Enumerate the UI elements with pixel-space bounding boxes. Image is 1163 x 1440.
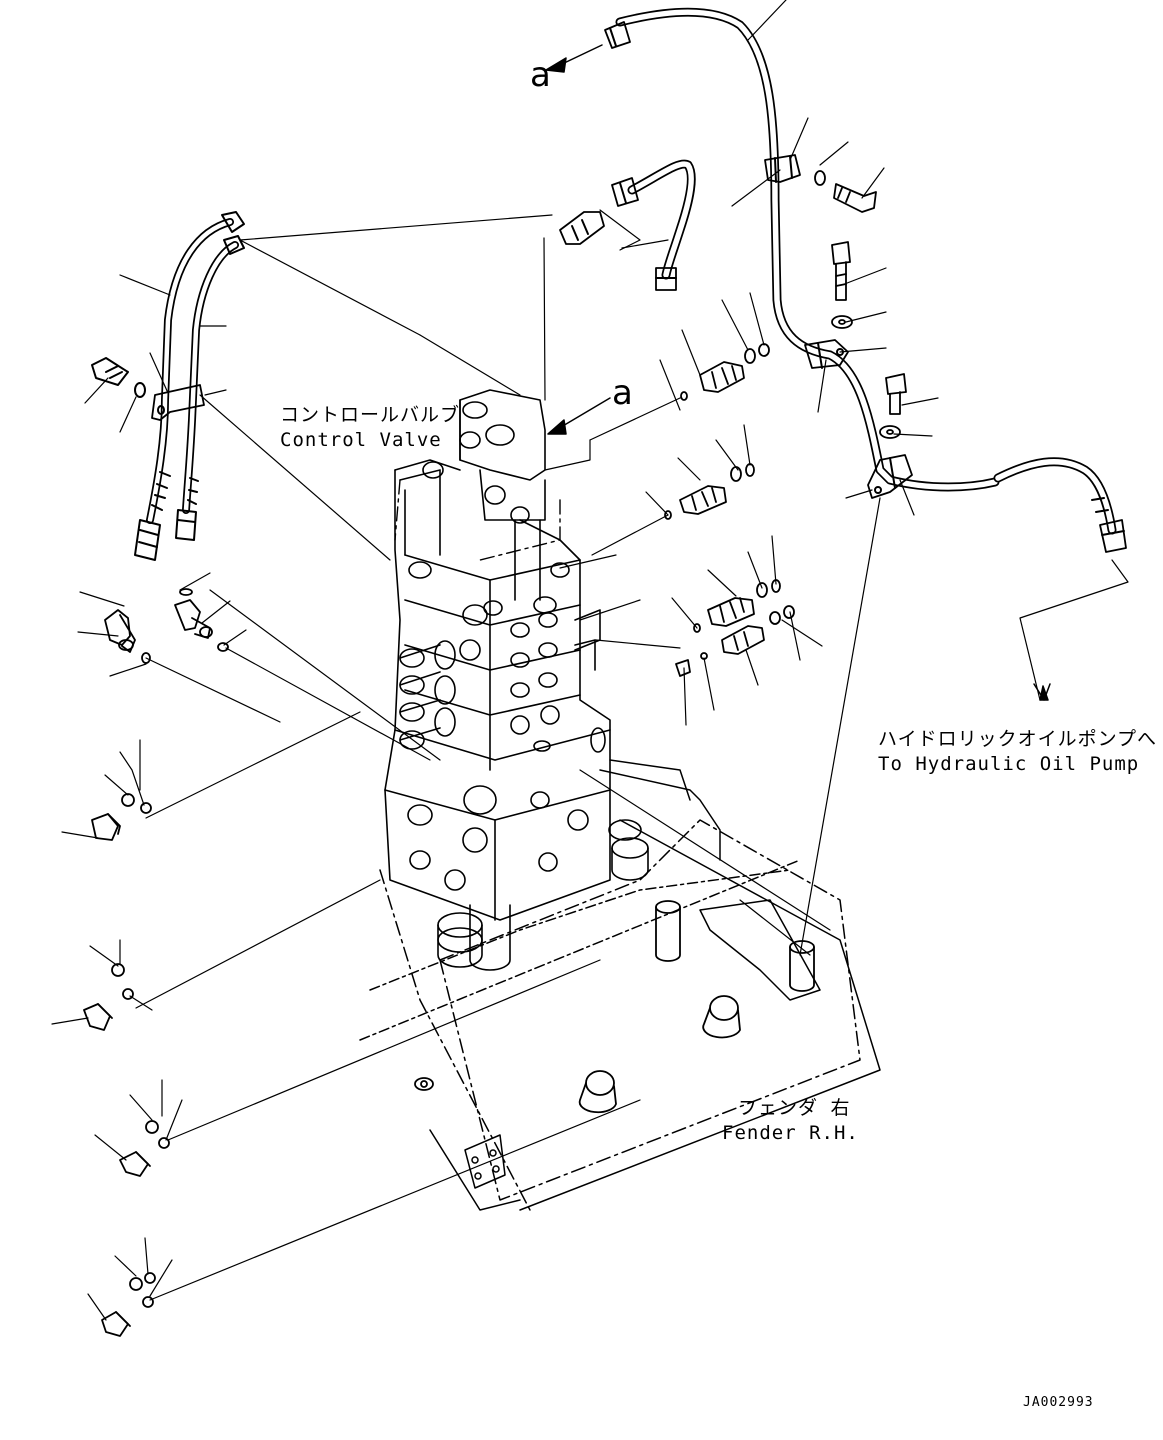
left-elbow-fittings bbox=[104, 588, 229, 664]
fender-plate bbox=[359, 759, 881, 1211]
left-connector-fittings bbox=[83, 793, 170, 1337]
control-valve-label-jp: コントロールバルブ bbox=[280, 404, 461, 426]
ref-a-label-mid: a bbox=[612, 373, 633, 413]
arrow-to-a-mid bbox=[547, 397, 611, 435]
control-valve-body bbox=[384, 389, 649, 971]
right-connector-fittings bbox=[664, 343, 795, 677]
left-hoses bbox=[91, 211, 245, 561]
arrow-to-a-top bbox=[545, 44, 603, 73]
ref-a-label-top: a bbox=[530, 55, 551, 95]
pump-label-jp: ハイドロリックオイルポンプへ bbox=[878, 728, 1158, 750]
fender-bosses bbox=[414, 900, 815, 1114]
fender-label-jp: フェンダ 右 bbox=[738, 1097, 851, 1119]
top-center-hose bbox=[559, 159, 696, 291]
drawing-code: JA002993 bbox=[1023, 1395, 1094, 1410]
control-valve-label-en: Control Valve bbox=[280, 429, 442, 451]
arrow-to-pump bbox=[1033, 683, 1051, 701]
leader-lines bbox=[51, 0, 1129, 1321]
valve-outline-dashed bbox=[394, 479, 561, 561]
pump-label-en: To Hydraulic Oil Pump bbox=[878, 753, 1140, 775]
fender-label-en: Fender R.H. bbox=[722, 1122, 859, 1144]
top-right-hose bbox=[604, 7, 1127, 553]
